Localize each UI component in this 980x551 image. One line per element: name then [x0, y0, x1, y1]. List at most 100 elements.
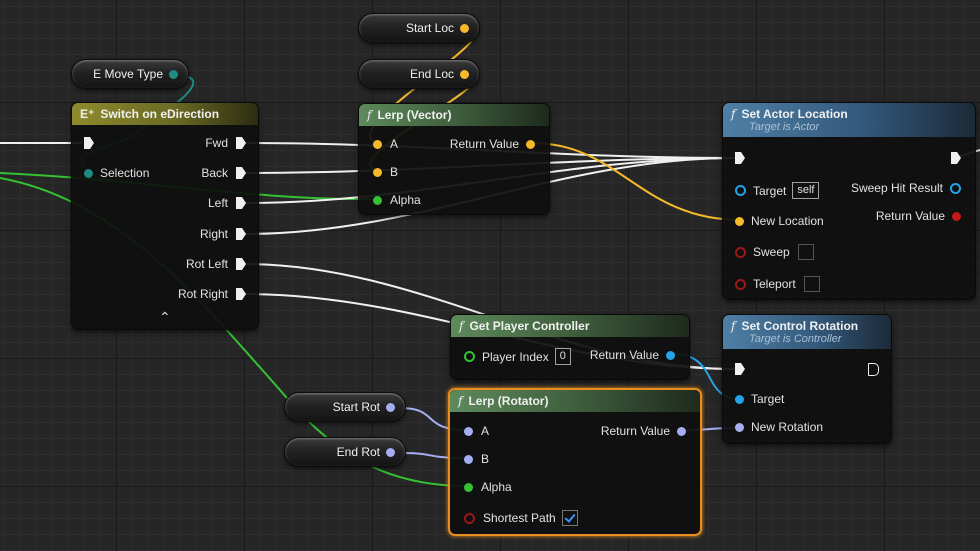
switch-output-back[interactable]: Back	[201, 166, 246, 180]
lerp-vector-a-pin[interactable]: A	[373, 137, 398, 151]
sweep-hit-result-pin[interactable]: Sweep Hit Result	[851, 181, 961, 195]
alpha-label: Alpha	[481, 480, 512, 494]
function-icon: f	[459, 319, 464, 333]
end-loc-variable[interactable]: End Loc	[358, 59, 480, 89]
start-loc-output-pin[interactable]	[460, 23, 469, 33]
lerp-vector-return-pin[interactable]: Return Value	[450, 137, 535, 151]
selection-pin-dot	[84, 168, 93, 178]
switch-exec-input-pin[interactable]	[84, 137, 94, 149]
new-location-label: New Location	[751, 214, 824, 228]
b-label: B	[481, 452, 490, 466]
player-index-pin[interactable]: Player Index 0	[464, 348, 571, 365]
lerp-vector-alpha-pin[interactable]: Alpha	[373, 193, 421, 207]
switch-output-rot-left[interactable]: Rot Left	[186, 257, 246, 271]
get-player-controller-node[interactable]: f Get Player Controller Player Index 0 R…	[450, 314, 690, 380]
a-pin-dot	[464, 426, 473, 436]
set-actor-location-exec-in[interactable]	[735, 152, 745, 164]
sweep-checkbox[interactable]	[797, 244, 814, 260]
switch-selection-pin[interactable]: Selection	[84, 166, 149, 180]
exec-out-icon	[951, 152, 961, 164]
exec-out-icon	[236, 167, 246, 179]
set-actor-location-exec-out[interactable]	[951, 152, 961, 164]
set-actor-location-return-pin[interactable]: Return Value	[876, 209, 961, 223]
return-pin-dot	[526, 139, 535, 149]
set-actor-location-sweep-pin[interactable]: Sweep	[735, 244, 814, 260]
player-index-field[interactable]: 0	[554, 348, 571, 365]
set-control-rotation-node[interactable]: f Set Control Rotation Target is Controll…	[722, 314, 892, 444]
function-icon: f	[731, 107, 736, 121]
set-actor-location-target-pin[interactable]: Target self	[735, 182, 820, 199]
right-label: Right	[199, 227, 228, 241]
switch-node-header[interactable]: E⁺ Switch on eDirection	[72, 103, 258, 125]
set-actor-location-subtitle: Target is Actor	[749, 121, 820, 133]
teleport-checkbox[interactable]	[803, 276, 820, 292]
switch-output-rot-right[interactable]: Rot Right	[178, 287, 246, 301]
lerp-rotator-title: Lerp (Rotator)	[468, 394, 549, 408]
lerp-rotator-shortest-path-pin[interactable]: Shortest Path	[464, 510, 578, 526]
function-icon: f	[731, 319, 736, 333]
set-control-rotation-title: Set Control Rotation	[741, 319, 859, 333]
lerp-rotator-alpha-pin[interactable]: Alpha	[464, 480, 512, 494]
lerp-vector-node[interactable]: f Lerp (Vector) A B Alpha Return Value	[358, 103, 550, 215]
rot-left-label: Rot Left	[185, 257, 228, 271]
get-player-controller-return-pin[interactable]: Return Value	[590, 348, 675, 362]
set-control-rotation-new-rotation-pin[interactable]: New Rotation	[735, 420, 823, 434]
new-rotation-label: New Rotation	[751, 420, 824, 434]
e-move-type-variable[interactable]: E Move Type	[71, 59, 189, 89]
chevron-up-icon[interactable]: ⌃	[159, 309, 171, 325]
return-pin-dot	[666, 350, 675, 360]
switch-on-edirection-node[interactable]: E⁺ Switch on eDirection Selection Fwd Ba…	[71, 102, 259, 330]
return-value-label: Return Value	[449, 137, 519, 151]
switch-node-title: Switch on eDirection	[100, 107, 220, 121]
b-pin-dot	[464, 454, 473, 464]
exec-out-icon	[236, 197, 246, 209]
start-rot-label: Start Rot	[332, 400, 380, 414]
set-actor-location-new-location-pin[interactable]: New Location	[735, 214, 824, 228]
exec-out-icon	[236, 137, 246, 149]
lerp-rotator-a-pin[interactable]: A	[464, 424, 489, 438]
alpha-label: Alpha	[390, 193, 421, 207]
exec-in-icon	[735, 152, 745, 164]
switch-output-fwd[interactable]: Fwd	[205, 136, 246, 150]
selection-label: Selection	[100, 166, 150, 180]
switch-output-right[interactable]: Right	[200, 227, 246, 241]
e-move-type-label: E Move Type	[93, 67, 163, 81]
end-loc-output-pin[interactable]	[460, 69, 469, 79]
lerp-rotator-header[interactable]: f Lerp (Rotator)	[450, 390, 700, 412]
exec-in-icon	[735, 363, 745, 375]
switch-output-left[interactable]: Left	[208, 196, 246, 210]
end-rot-variable[interactable]: End Rot	[284, 437, 406, 467]
set-control-rotation-subtitle: Target is Controller	[749, 333, 842, 345]
lerp-vector-title: Lerp (Vector)	[377, 108, 452, 122]
lerp-rotator-b-pin[interactable]: B	[464, 452, 489, 466]
set-actor-location-teleport-pin[interactable]: Teleport	[735, 276, 820, 292]
lerp-vector-b-pin[interactable]: B	[373, 165, 398, 179]
end-rot-output-pin[interactable]	[386, 447, 395, 457]
teleport-label: Teleport	[753, 277, 796, 291]
target-label: Target	[753, 183, 787, 198]
shortest-path-checkbox[interactable]	[561, 510, 578, 526]
start-rot-variable[interactable]: Start Rot	[284, 392, 406, 422]
teleport-pin-dot	[735, 278, 746, 290]
target-self-field[interactable]: self	[792, 182, 820, 199]
b-label: B	[390, 165, 399, 179]
a-label: A	[390, 137, 399, 151]
start-loc-variable[interactable]: Start Loc	[358, 13, 480, 43]
e-move-type-output-pin[interactable]	[169, 69, 178, 79]
back-label: Back	[201, 166, 228, 180]
lerp-vector-header[interactable]: f Lerp (Vector)	[359, 104, 549, 126]
start-loc-label: Start Loc	[405, 21, 454, 35]
set-control-rotation-header[interactable]: f Set Control Rotation Target is Controll…	[723, 315, 891, 349]
set-control-rotation-exec-in[interactable]	[735, 363, 745, 375]
return-value-label: Return Value	[589, 348, 659, 362]
start-rot-output-pin[interactable]	[386, 402, 395, 412]
set-control-rotation-exec-out[interactable]	[868, 363, 879, 376]
set-control-rotation-target-pin[interactable]: Target	[735, 392, 784, 406]
lerp-rotator-return-pin[interactable]: Return Value	[601, 424, 686, 438]
return-value-label: Return Value	[875, 209, 945, 223]
lerp-rotator-node[interactable]: f Lerp (Rotator) A B Alpha Shortest Path…	[448, 388, 702, 536]
sweep-hit-result-dot	[950, 182, 961, 194]
get-player-controller-header[interactable]: f Get Player Controller	[451, 315, 689, 337]
